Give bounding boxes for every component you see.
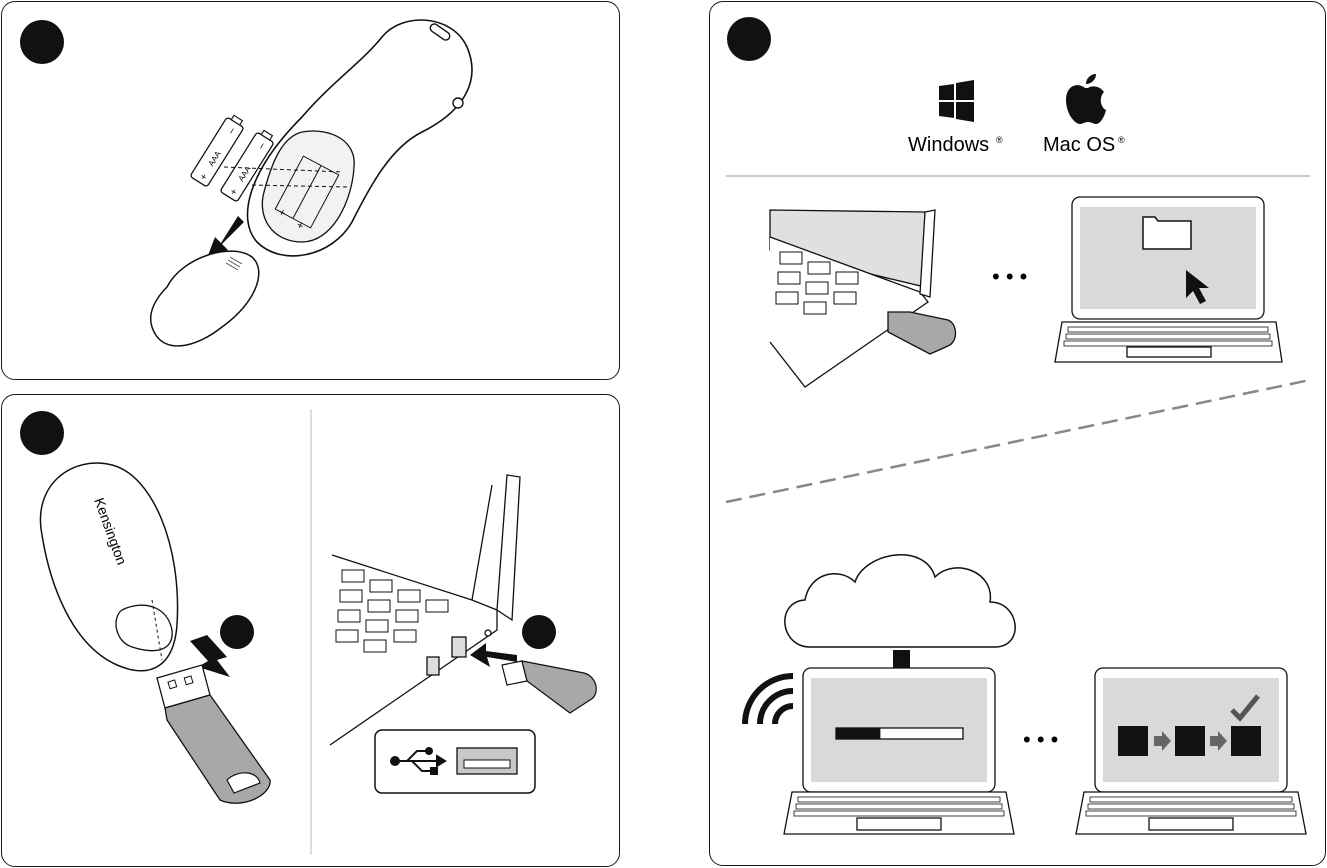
wifi-icon <box>745 676 793 724</box>
step-1-panel: + + AAA + – AAA + – <box>1 1 620 380</box>
cloud-icon <box>785 555 1015 647</box>
step-marker-2 <box>20 411 64 455</box>
usb-receiver-2 <box>502 661 596 713</box>
laptop-with-receiver <box>770 210 956 387</box>
substep-marker-b <box>522 615 556 649</box>
alternative-divider <box>726 380 1310 502</box>
ellipsis-2: • • • <box>1023 727 1058 752</box>
os-mac-label: Mac OS <box>1043 134 1115 156</box>
remote-button <box>453 98 463 108</box>
usb-port-slot <box>464 760 510 768</box>
apple-icon <box>1066 74 1106 124</box>
laptop-downloading <box>784 668 1014 834</box>
software-illustration: Windows ® Mac OS ® • • • <box>710 2 1326 866</box>
laptop-side <box>330 475 520 745</box>
os-windows-reg: ® <box>996 135 1003 145</box>
os-mac-reg: ® <box>1118 135 1125 145</box>
step-2-panel: Kensington <box>1 394 620 867</box>
windows-icon <box>939 80 974 122</box>
install-step-block-1 <box>1118 726 1148 756</box>
folder-icon <box>1143 217 1191 249</box>
battery-cover <box>151 251 259 346</box>
progress-bar-fill <box>836 728 880 739</box>
step-marker-1 <box>20 20 64 64</box>
usb-receiver-1 <box>157 665 270 803</box>
install-step-block-2 <box>1175 726 1205 756</box>
substep-marker-a <box>220 615 254 649</box>
ellipsis-1: • • • <box>992 264 1027 289</box>
install-step-block-3 <box>1231 726 1261 756</box>
receiver-illustration: Kensington <box>2 395 620 867</box>
battery-install-illustration: + + AAA + – AAA + – <box>2 2 620 380</box>
os-windows-label: Windows <box>908 134 989 156</box>
step-3-panel: Windows ® Mac OS ® • • • <box>709 1 1326 866</box>
step-marker-3 <box>727 17 771 61</box>
